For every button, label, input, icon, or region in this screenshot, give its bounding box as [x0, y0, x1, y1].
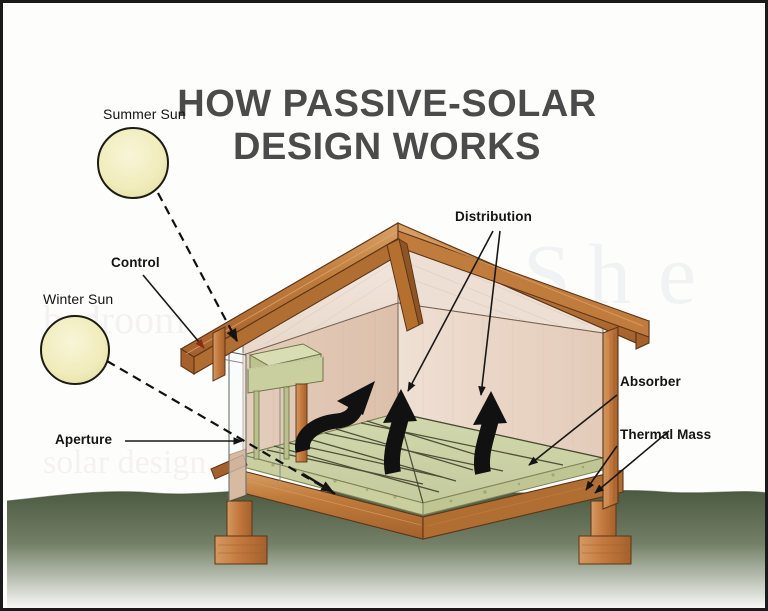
leader-thermal-mass-b [594, 430, 670, 494]
ground-band [6, 488, 765, 608]
summer-sun-ray [157, 192, 238, 343]
right-exterior-post [602, 326, 619, 510]
background-ghost-marks: S h e bedroom solar design [43, 226, 696, 481]
label-control: Control [111, 255, 160, 270]
leader-lines [125, 230, 670, 494]
label-summer-sun: Summer Sun [103, 106, 186, 122]
svg-text:e: e [658, 226, 696, 322]
title-line-1: HOW PASSIVE-SOLAR [177, 83, 597, 125]
diagram-title: HOW PASSIVE-SOLAR DESIGN WORKS [3, 83, 765, 168]
title-line-2: DESIGN WORKS [233, 125, 541, 168]
leader-thermal-mass-a [585, 445, 618, 491]
summer-sun [97, 127, 169, 199]
roof-assembly [179, 222, 650, 382]
floor-framing-beams [234, 468, 624, 540]
leader-absorber [528, 394, 618, 466]
label-thermal-mass: Thermal Mass [620, 427, 712, 442]
airflow-arrows [295, 381, 507, 475]
leader-control [142, 274, 205, 349]
passive-solar-illustration: S h e bedroom solar design [3, 3, 765, 608]
label-aperture: Aperture [55, 432, 113, 447]
leader-distribution-b [478, 230, 501, 396]
winter-sun-ray [106, 360, 338, 496]
label-absorber: Absorber [620, 374, 681, 389]
winter-sun [40, 315, 110, 385]
svg-text:solar design: solar design [43, 444, 206, 481]
label-winter-sun: Winter Sun [43, 291, 114, 307]
label-distribution: Distribution [455, 209, 532, 224]
interior-corner-post [295, 383, 308, 463]
foundation-piers [214, 500, 632, 565]
leader-distribution-a [407, 230, 494, 392]
